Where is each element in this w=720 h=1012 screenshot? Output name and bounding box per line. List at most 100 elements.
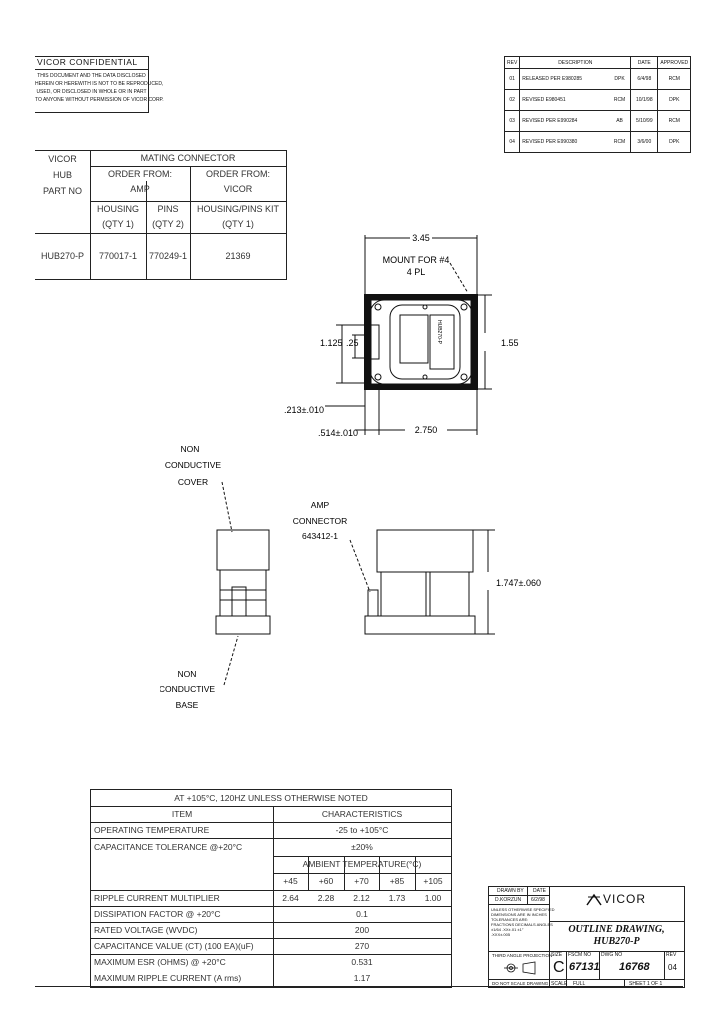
mating-connector-table: VICOR HUB PART NO MATING CONNECTOR ORDER… (35, 150, 287, 280)
do-not-scale-label: DO NOT SCALE DRAWING (492, 981, 549, 986)
projection-symbol-icon (504, 961, 536, 975)
size-value: C (553, 959, 565, 976)
rev-row-date: 3/6/00 (630, 131, 659, 153)
temp-cell: +60 (318, 876, 334, 886)
sub-pins-line1: PINS (157, 204, 179, 214)
rev-header-desc: DESCRIPTION (519, 56, 632, 69)
multiplier-cell: 2.64 (282, 893, 299, 903)
ambient-header: AMBIENT TEMPERATURE(°C) (302, 859, 422, 869)
row-part-no: HUB270-P (40, 251, 85, 261)
cover-label-1: NON (181, 444, 200, 454)
rev-row-desc: REVISED PER E990380 (519, 131, 609, 153)
dwg-value: 16768 (619, 961, 650, 973)
temp-cell: +70 (354, 876, 369, 886)
multiplier-cell: 1.73 (388, 893, 406, 903)
dim-width-label: 3.45 (412, 233, 430, 243)
multiplier-cell: 1.00 (424, 893, 442, 903)
confidential-line-1: THIS DOCUMENT AND THE DATA DISCLOSED (37, 73, 146, 79)
spec-value: -25 to +105°C (335, 825, 389, 835)
vicor-logo-icon (586, 893, 602, 906)
spec-item: MAXIMUM ESR (OHMS) @ +20°C (94, 957, 226, 967)
amp-label-3: 643412-1 (302, 531, 338, 541)
rev-row-date: 5/10/99 (630, 110, 659, 132)
row-kit: 21369 (225, 251, 251, 261)
rev-value: 04 (668, 963, 677, 972)
rev-row-approved: RCM (657, 68, 692, 90)
rev-row-by: AB (608, 110, 632, 132)
drawn-by-value: D.KORZUN (495, 897, 522, 903)
mating-col1-line3: PART NO (42, 186, 82, 196)
specs-table: AT +105°C, 120HZ UNLESS OTHERWISE NOTED … (90, 789, 452, 988)
fscm-header: FSCM NO (568, 952, 592, 958)
date-value: 6/2/98 (531, 897, 545, 903)
mount-label-2: 4 PL (407, 267, 426, 277)
rev-row-approved: DPK (657, 131, 692, 153)
mating-col1-line1: VICOR (48, 154, 77, 164)
dwg-header: DWG NO (601, 952, 623, 958)
sub-housing-line2: (QTY 1) (102, 219, 134, 229)
drawing-title-1: OUTLINE DRAWING, (568, 924, 665, 935)
dim-25-label: .25 (346, 338, 359, 348)
dim-height-label: 1.55 (501, 338, 519, 348)
rev-row-desc: RELEASED PER E980285 (519, 68, 609, 90)
note-line: UNLESS OTHERWISE SPECIFIED (491, 907, 555, 912)
sheet-value: SHEET 1 OF 1 (629, 981, 663, 987)
sub-housing-line1: HOUSING (96, 204, 139, 214)
confidential-line-4: TO ANYONE WITHOUT PERMISSION OF VICOR CO… (35, 97, 164, 103)
temp-cell: +105 (423, 876, 443, 886)
vicor-header-line1: ORDER FROM: (206, 169, 270, 179)
drawn-by-header: DRAWN BY (497, 888, 524, 894)
rev-row-by: RCM (608, 89, 632, 111)
rev-row-rev: 03 (503, 110, 521, 132)
base-label-3: BASE (176, 700, 199, 710)
dim-1125-label: 1.125 (320, 338, 343, 348)
mating-header: MATING CONNECTOR (140, 153, 236, 163)
temp-cell: +45 (283, 876, 298, 886)
side-views: NON CONDUCTIVE COVER NON CONDUCTIVE BASE… (160, 444, 541, 710)
amp-label-1: AMP (311, 500, 330, 510)
multiplier-cell: 2.12 (353, 893, 370, 903)
rev-row-approved: RCM (657, 110, 692, 132)
device-marking: HUB270-P (436, 320, 442, 345)
note-line: ±1/64 .XX±.01 ±1° (491, 927, 524, 932)
rev-row-by: DPK (608, 68, 632, 90)
spec-item: CAPACITANCE TOLERANCE @+20°C (94, 842, 243, 852)
title-block: DRAWN BY DATE D.KORZUN 6/2/98 UNLESS OTH… (488, 886, 685, 988)
sub-kit-line2: (QTY 1) (222, 219, 254, 229)
base-label-1: NON (178, 669, 197, 679)
spec-value: 0.531 (351, 957, 373, 967)
sheet-border-bottom (35, 986, 683, 987)
outline-top-view: 3.45 MOUNT FOR #4 4 PL 1.55 1.125 .25 .2… (284, 233, 519, 438)
drawing-title-2: HUB270-P (593, 936, 640, 947)
rev-row-desc: REVISED PER E990284 (519, 110, 609, 132)
date-header: DATE (533, 888, 546, 894)
confidential-line-2: HEREIN OR HEREWITH IS NOT TO BE REPRODUC… (35, 81, 164, 87)
confidential-title: VICOR CONFIDENTIAL (37, 57, 138, 67)
spec-value: 200 (354, 925, 370, 935)
cover-label-2: CONDUCTIVE (165, 460, 222, 470)
amp-label-2: CONNECTOR (293, 516, 348, 526)
sub-kit-line1: HOUSING/PINS KIT (196, 204, 279, 214)
rev-row-rev: 04 (503, 131, 521, 153)
specs-char-header: CHARACTERISTICS (321, 809, 403, 819)
spec-value: 0.1 (356, 909, 368, 919)
mount-label-1: MOUNT FOR #4 (383, 255, 450, 265)
rev-header: REV (666, 952, 677, 958)
multiplier-cell: 2.28 (317, 893, 335, 903)
rev-row-desc: REVISED E980451 (519, 89, 609, 111)
vicor-header-line2: VICOR (223, 184, 253, 194)
projection-label: THIRD ANGLE PROJECTION (492, 953, 553, 958)
spec-item: OPERATING TEMPERATURE (94, 825, 210, 835)
company-name: VICOR (603, 892, 647, 906)
temp-cell: +85 (389, 876, 405, 886)
spec-value: 270 (354, 941, 370, 951)
size-header: SIZE (551, 952, 563, 958)
note-line: FRACTIONS DECIMALS ANGLES (491, 922, 553, 927)
spec-value: 1.17 (353, 973, 371, 983)
confidential-line-3: USED, OR DISCLOSED IN WHOLE OR IN PART (36, 89, 147, 95)
rev-row-rev: 02 (503, 89, 521, 111)
amp-header-line1: ORDER FROM: (108, 169, 172, 179)
rev-header-rev: REV (503, 56, 521, 69)
rev-row-rev: 01 (503, 68, 521, 90)
